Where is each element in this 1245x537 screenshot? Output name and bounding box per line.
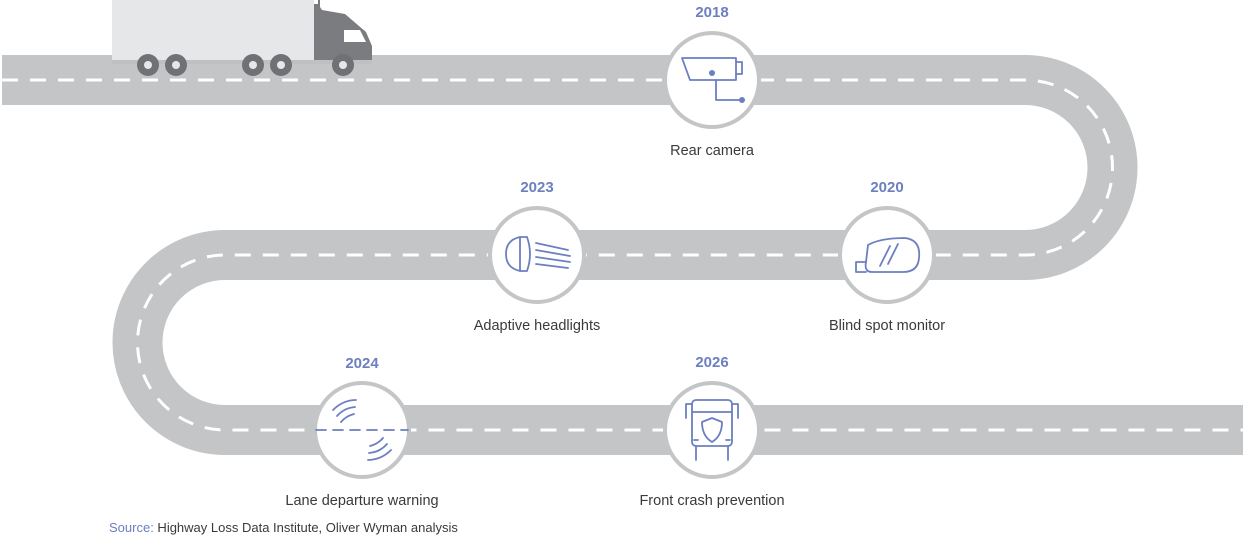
lane-departure-icon [315, 399, 409, 461]
road [2, 55, 1243, 455]
truck-trailer [112, 0, 314, 63]
truck-shield-icon [685, 399, 739, 461]
milestone-year: 2024 [345, 355, 379, 372]
rear-camera-icon [681, 57, 745, 103]
milestone-blind-spot: 2020 Blind spot monitor [829, 179, 945, 334]
source-text: Highway Loss Data Institute, Oliver Wyma… [153, 520, 458, 535]
milestone-lane-departure: 2024 Lane departure warning [285, 355, 438, 509]
milestone-label: Front crash prevention [639, 493, 784, 509]
headlight-icon [505, 236, 571, 272]
truck-wheels [137, 54, 354, 76]
truck-cab [314, 4, 372, 62]
milestone-year: 2020 [870, 179, 903, 196]
source-label: Source: [109, 520, 154, 535]
milestone-label: Adaptive headlights [474, 318, 601, 334]
milestone-label: Blind spot monitor [829, 318, 945, 334]
milestone-label: Rear camera [670, 143, 755, 159]
milestone-front-crash: 2026 Front crash prevention [639, 354, 784, 509]
source-note: Source: Highway Loss Data Institute, Oli… [109, 520, 458, 535]
milestone-label: Lane departure warning [285, 493, 438, 509]
milestone-year: 2018 [695, 4, 728, 21]
milestone-rear-camera: 2018 Rear camera [663, 4, 761, 159]
milestone-adaptive-headlights: 2023 Adaptive headlights [474, 179, 601, 334]
milestone-year: 2023 [520, 179, 553, 196]
milestone-year: 2026 [695, 354, 728, 371]
truck-illustration [112, 0, 372, 76]
side-mirror-icon [855, 237, 921, 273]
